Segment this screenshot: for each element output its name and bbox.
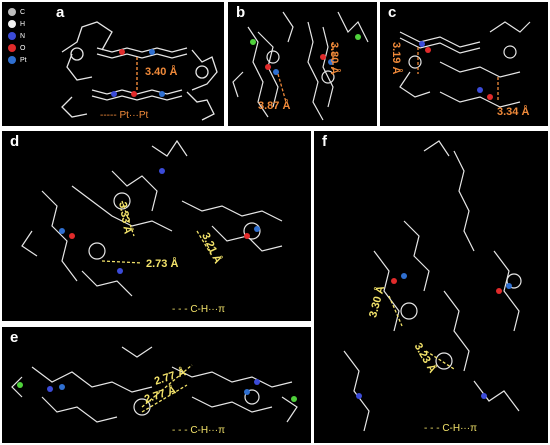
atom-key-pt: Pt	[8, 56, 27, 64]
atom-swatch-h	[8, 20, 16, 28]
pt-pt-legend: ----- Pt···Pt	[100, 110, 148, 121]
panel-d: d 3.33 Å 3.21 Å 2.73 Å - - - C-H···π	[2, 131, 311, 321]
panel-f-structure	[343, 140, 522, 432]
panel-f: f 3.30 Å 3.23 Å - - - C-H···π	[314, 131, 548, 443]
atom-swatch-c	[8, 8, 16, 16]
legend-text: C-H···π	[190, 304, 225, 315]
atom-key-o: O	[8, 44, 25, 52]
atom-symbol: N	[20, 32, 26, 40]
atom-symbol: C	[20, 8, 26, 16]
legend-dash: - - -	[172, 425, 188, 436]
panel-e-structure	[11, 346, 298, 423]
atom-symbol: Pt	[20, 56, 27, 64]
panel-label: e	[10, 329, 19, 346]
legend-text: Pt···Pt	[119, 110, 149, 121]
atom-swatch-n	[8, 32, 16, 40]
atom-symbol: O	[20, 44, 26, 52]
panel-a: a C H N O Pt 3.40 Å ----- Pt···Pt	[2, 2, 224, 126]
atom-key-h: H	[8, 20, 25, 28]
legend-dash: -----	[100, 110, 117, 121]
distance-label-1: 3.19 Å	[390, 42, 402, 75]
panel-label: d	[10, 133, 20, 150]
panel-d-structure	[21, 139, 283, 297]
panel-label: c	[388, 4, 397, 21]
panel-c-structure	[399, 21, 531, 108]
panel-c: c 3.19 Å 3.34 Å	[380, 2, 548, 126]
distance-label-3: 2.73 Å	[146, 258, 179, 270]
legend-text: C-H···π	[442, 423, 477, 434]
atom-swatch-o	[8, 44, 16, 52]
panel-label: b	[236, 4, 246, 21]
ch-pi-legend: - - - C-H···π	[424, 423, 477, 434]
panel-b-structure	[232, 11, 369, 121]
legend-dash: - - -	[424, 423, 440, 434]
ch-pi-legend: - - - C-H···π	[172, 304, 225, 315]
panel-e: e 2.77 Å 2.77 Å - - - C-H···π	[2, 327, 311, 443]
panel-label: f	[322, 133, 327, 150]
atom-key-n: N	[8, 32, 25, 40]
panel-label: a	[56, 4, 65, 21]
ch-pi-legend: - - - C-H···π	[172, 425, 225, 436]
distance-label-2: 3.34 Å	[497, 106, 530, 118]
panel-a-structure	[61, 21, 218, 121]
pt-pt-distance-label: 3.40 Å	[145, 66, 178, 78]
legend-text: C-H···π	[190, 425, 225, 436]
distance-label-1: 3.87 Å	[258, 100, 291, 112]
atom-swatch-pt	[8, 56, 16, 64]
atom-key-c: C	[8, 8, 25, 16]
panel-b: b 3.87 Å 3.80 Å	[228, 2, 377, 126]
distance-label-2: 3.80 Å	[328, 42, 340, 75]
legend-dash: - - -	[172, 304, 188, 315]
atom-symbol: H	[20, 20, 26, 28]
